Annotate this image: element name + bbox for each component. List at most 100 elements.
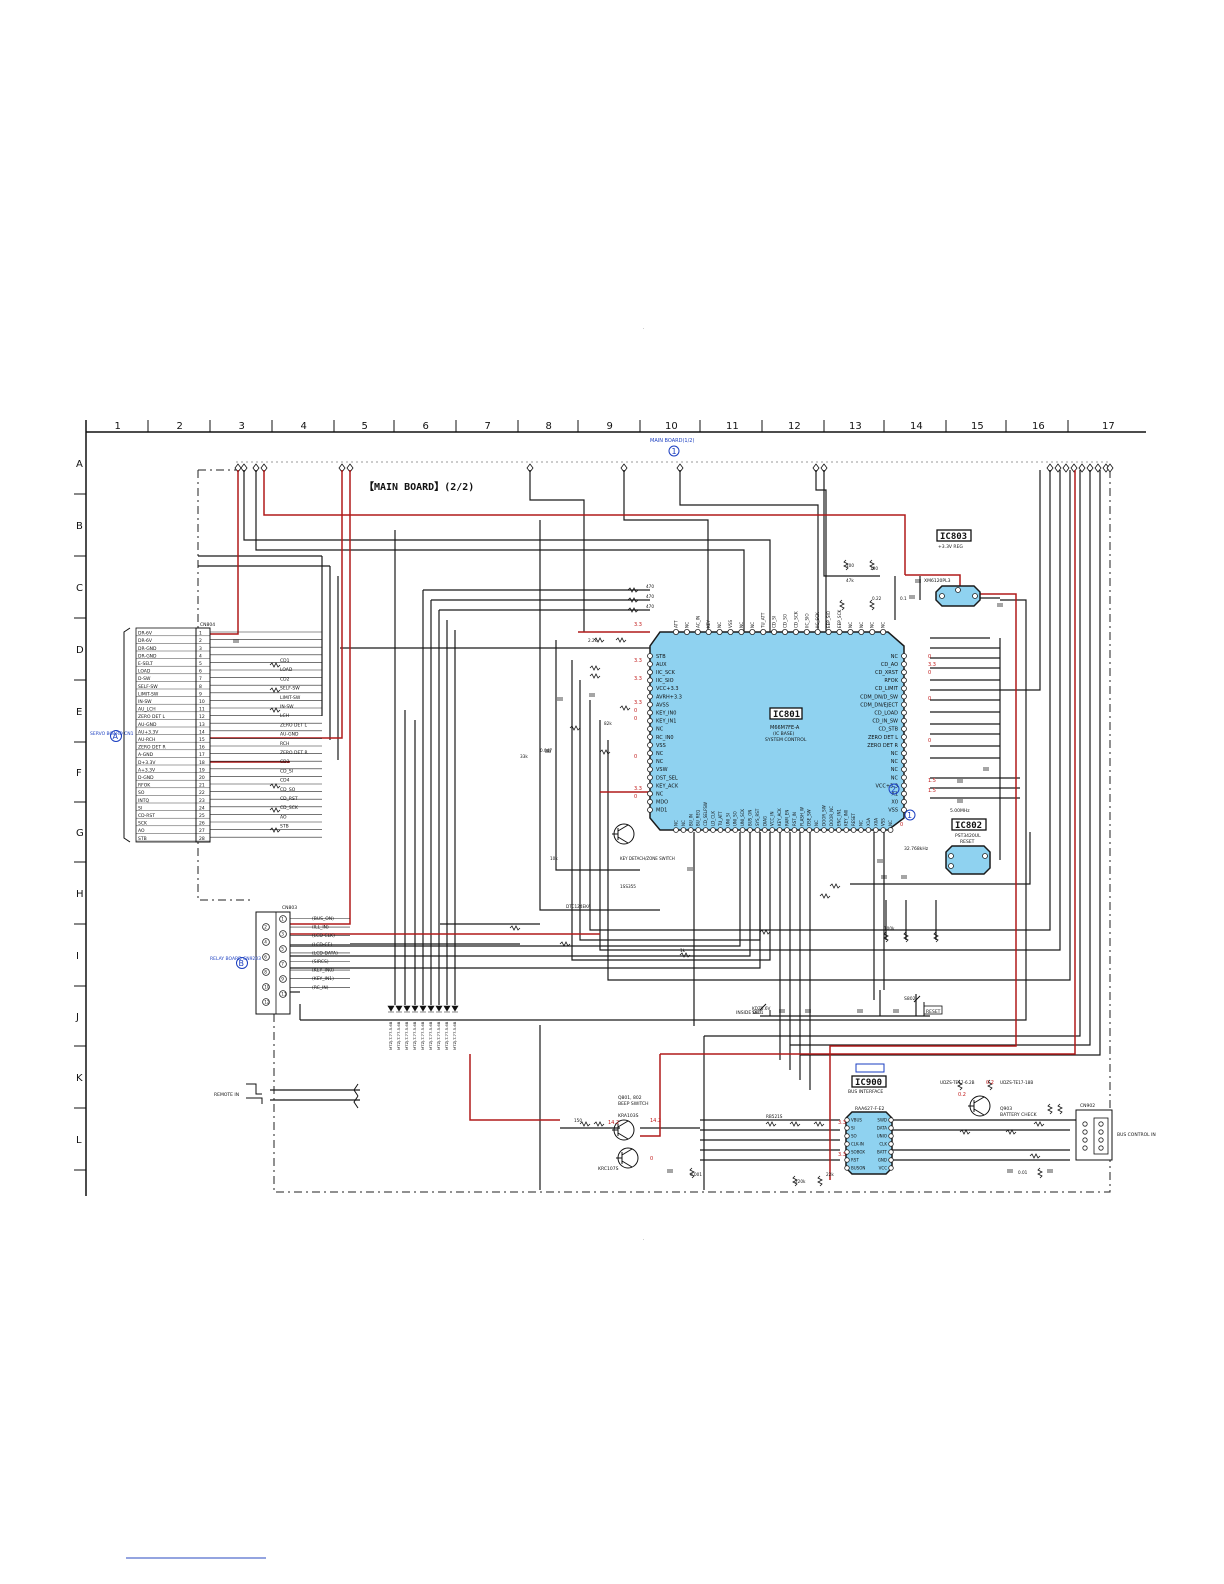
voltage-value: 1.5 bbox=[928, 788, 936, 794]
q801-note: BEEP SWITCH bbox=[618, 1101, 649, 1107]
ic801-pin bbox=[680, 827, 687, 833]
ic801-pin-name: ZERO DET L bbox=[868, 735, 898, 741]
ic801-pin bbox=[901, 693, 907, 700]
row-letter: C bbox=[76, 583, 83, 594]
ic801-pin bbox=[647, 685, 653, 692]
ic801-pin bbox=[673, 629, 680, 636]
ic801-pin bbox=[836, 629, 843, 636]
servo-net-label: CD1 bbox=[280, 658, 290, 664]
key-detach-label: KEY DETACH/ZONE SWITCH bbox=[620, 856, 675, 861]
ic801-pin bbox=[901, 701, 907, 708]
q801-ref: Q801, 802 bbox=[618, 1095, 642, 1101]
ic801-pin-name: VSS bbox=[728, 619, 733, 628]
ic801-pin-name: VSS bbox=[888, 808, 898, 814]
ic801-pin-name: MD1 bbox=[656, 808, 667, 814]
ic801-pin bbox=[901, 774, 907, 781]
ic801-pin bbox=[694, 629, 701, 636]
servo-net-label: CD_SO bbox=[280, 787, 296, 793]
ic801-pin bbox=[828, 827, 835, 833]
ic900-pin bbox=[844, 1141, 850, 1147]
servo-pin-number: 25 bbox=[199, 813, 205, 819]
ic803-pin bbox=[972, 593, 978, 599]
servo-pin-number: 9 bbox=[199, 691, 202, 697]
ic801-part: M66M7FE-A bbox=[770, 725, 800, 731]
column-ticks bbox=[147, 420, 1069, 432]
ic801-pin bbox=[695, 827, 701, 833]
ic801-pin bbox=[647, 807, 653, 813]
row-letter: D bbox=[76, 645, 84, 656]
resistor bbox=[627, 607, 639, 613]
ic801-pin-name: NC bbox=[750, 622, 755, 628]
servo-pin-signal: IN-SW bbox=[138, 699, 152, 705]
ic801-pin-name: FLASH_W bbox=[799, 807, 804, 826]
ic801-pin bbox=[771, 629, 778, 636]
ic801-pin-name: CD_AO bbox=[881, 662, 898, 668]
board-outline bbox=[197, 469, 1111, 1193]
voltage-value: 3.3 bbox=[634, 622, 642, 628]
ic801-pin-name: RAM_EN bbox=[785, 810, 790, 826]
ic801-pin bbox=[843, 827, 849, 833]
ic801-pin-name: NC bbox=[674, 820, 679, 826]
diode-part: MTZJ-T-77-5.6B bbox=[444, 1021, 449, 1050]
component-value: 1k bbox=[680, 948, 686, 953]
resistor bbox=[579, 1121, 591, 1127]
resistor bbox=[599, 749, 611, 755]
voltage-value: 0 bbox=[928, 738, 931, 744]
servo-pin-signal: STB bbox=[138, 836, 147, 842]
ic900-pin-name: DATA bbox=[877, 1126, 888, 1131]
ic801-pin-name: NC bbox=[870, 622, 875, 628]
resistor bbox=[689, 1167, 695, 1179]
ic801-pin-name: AVSS bbox=[656, 702, 669, 708]
resistor bbox=[559, 941, 571, 947]
servo-connector-ref: CN804 bbox=[200, 622, 215, 628]
servo-net-label: AO bbox=[280, 814, 287, 820]
column-number: 9 bbox=[607, 421, 613, 432]
ic801-pin-name: KEY_IN1 bbox=[656, 719, 676, 725]
relay-pin-number: 3 bbox=[281, 932, 284, 937]
ic900-pin bbox=[844, 1157, 850, 1163]
ic900-pin bbox=[844, 1117, 850, 1123]
ic801-pin bbox=[901, 677, 907, 684]
ic801-pin bbox=[901, 653, 907, 659]
capacitor bbox=[805, 1009, 811, 1013]
ic801-pin bbox=[825, 629, 832, 636]
ic801-pin-name: AUX bbox=[656, 662, 667, 668]
power-traces bbox=[210, 470, 1076, 1180]
voltage-value: 0 bbox=[650, 1156, 653, 1162]
ic803-pin bbox=[939, 593, 945, 599]
servo-pin-signal: LOAD bbox=[138, 669, 151, 675]
resistor bbox=[869, 559, 875, 571]
ic801-pin-name: NC bbox=[891, 654, 899, 660]
kra103s-label: KRA103S bbox=[618, 1113, 639, 1119]
relay-net-label: (LCD-DATA) bbox=[312, 950, 338, 956]
resistor bbox=[627, 597, 639, 603]
ic801-label-box bbox=[769, 707, 803, 720]
servo-pin-signal: AU-RCH bbox=[138, 737, 155, 743]
ic801-right-pins: NCCD_AOCD_XRSTRFOKCD_LIMITCDM_DN/D_SWCDM… bbox=[860, 653, 907, 814]
ic900-pin bbox=[888, 1133, 894, 1139]
ic801-package bbox=[649, 631, 905, 831]
row-letter: H bbox=[76, 889, 84, 900]
ic801-pin bbox=[710, 827, 716, 833]
ic802-function: RESET bbox=[960, 839, 975, 845]
servo-pin-signal: AU_LCH bbox=[138, 707, 156, 713]
servo-pin-signal: AO bbox=[138, 828, 145, 834]
ic801-pin bbox=[647, 709, 653, 716]
ic801-pin bbox=[880, 629, 887, 636]
capacitor bbox=[909, 595, 915, 599]
row-letter: J bbox=[75, 1012, 79, 1023]
ic803-part: XM6120PL3 bbox=[924, 578, 951, 584]
ic801-pin bbox=[769, 827, 775, 833]
capacitor bbox=[881, 875, 887, 879]
ic801-pin bbox=[901, 766, 907, 773]
ic900-pin-name: GND bbox=[878, 1158, 887, 1163]
terminal bbox=[260, 463, 268, 473]
terminal bbox=[526, 463, 534, 473]
ic900-pin bbox=[888, 1117, 894, 1123]
xtal-marker-1-text: 1 bbox=[907, 811, 912, 820]
ic801-pin bbox=[673, 827, 679, 833]
relay-pin-number: 9 bbox=[281, 977, 284, 982]
servo-pin-number: 19 bbox=[199, 767, 205, 773]
resistor bbox=[269, 707, 281, 713]
servo-pin-number: 21 bbox=[199, 783, 205, 789]
